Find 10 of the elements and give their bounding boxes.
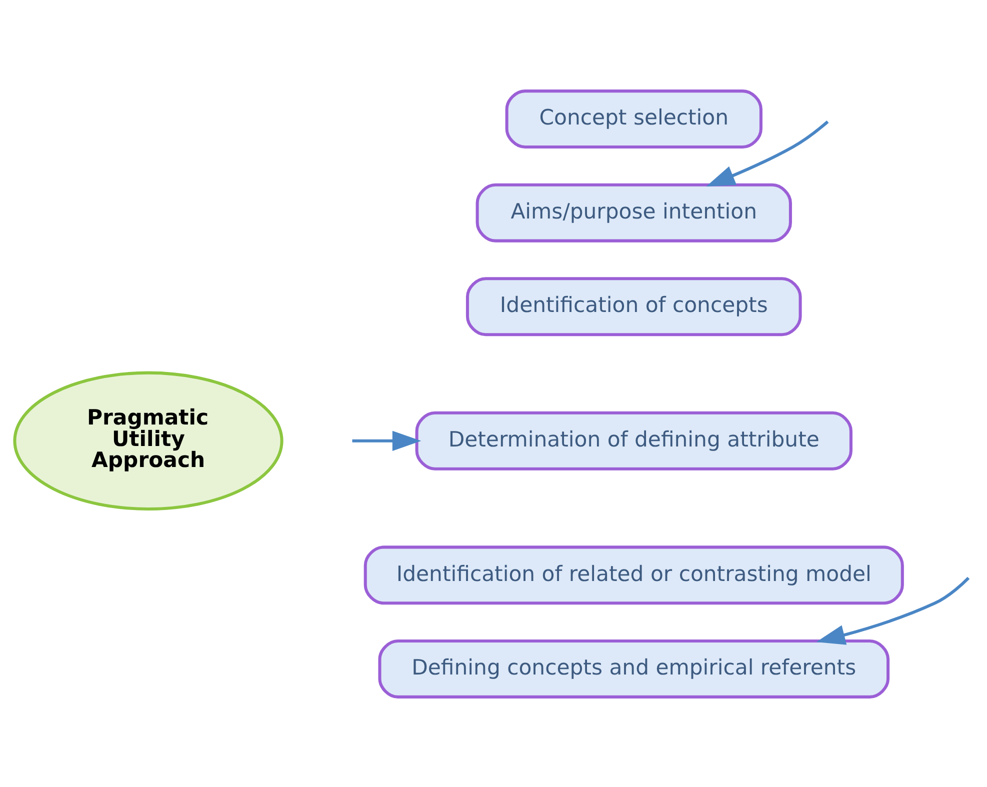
node-box: Determination of defining attribute — [415, 410, 852, 470]
node-box: Identification of concepts — [466, 276, 802, 336]
node-ellipse: Pragmatic Utility Approach — [13, 370, 284, 510]
node-box: Defining concepts and empirical referents — [378, 638, 890, 698]
arrow — [352, 430, 422, 450]
node-box: Concept selection — [505, 89, 762, 148]
node-box: Aims/purpose intention — [476, 182, 792, 242]
arrow — [706, 120, 829, 186]
arrow — [816, 576, 970, 644]
node-box: Identification of related or contrasting model — [364, 545, 904, 604]
